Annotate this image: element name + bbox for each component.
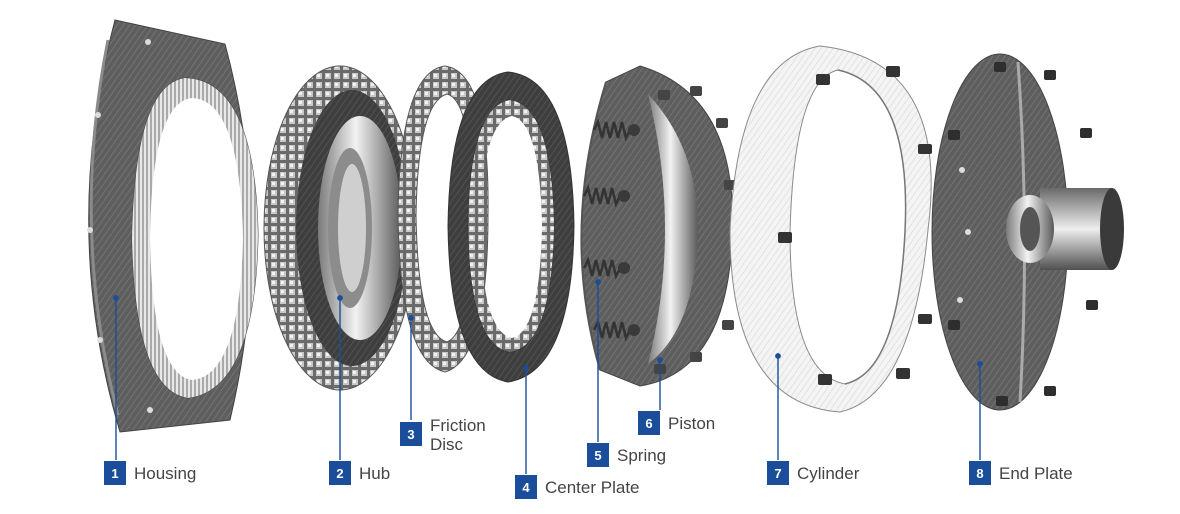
callout-spring: 5 Spring xyxy=(587,443,666,467)
part-number-badge: 5 xyxy=(587,443,609,467)
callout-end-plate: 8 End Plate xyxy=(969,461,1073,485)
part-number-badge: 4 xyxy=(515,475,537,499)
part-label: Piston xyxy=(668,413,716,433)
callout-hub: 2 Hub xyxy=(329,461,390,485)
part-number-badge: 7 xyxy=(767,461,789,485)
part-label: End Plate xyxy=(999,463,1073,483)
hub-part xyxy=(263,65,417,391)
callout-piston: 6 Piston xyxy=(638,411,715,435)
part-label: Spring xyxy=(617,445,667,465)
part-label: Center Plate xyxy=(545,477,640,497)
part-label: Friction Disc xyxy=(430,416,486,454)
callout-cylinder: 7 Cylinder xyxy=(767,461,859,485)
center-plate-part xyxy=(447,71,575,383)
spring-part xyxy=(582,118,640,342)
callout-center-plate: 4 Center Plate xyxy=(515,475,640,499)
part-label: Housing xyxy=(134,463,197,483)
part-number-badge: 2 xyxy=(329,461,351,485)
part-number-badge: 6 xyxy=(638,411,660,435)
part-number-badge: 3 xyxy=(400,422,422,446)
part-label-line: Friction xyxy=(430,416,486,435)
end-plate-part xyxy=(931,53,1124,411)
callout-friction-disc: 3 Friction Disc xyxy=(400,416,486,454)
leader-lines xyxy=(113,279,983,474)
piston-part xyxy=(580,65,736,387)
part-label-line: Disc xyxy=(430,435,464,454)
part-label: Cylinder xyxy=(797,463,860,483)
part-label: Hub xyxy=(359,463,391,483)
cylinder-part xyxy=(729,45,932,413)
part-number-badge: 8 xyxy=(969,461,991,485)
callout-housing: 1 Housing xyxy=(104,461,196,485)
housing-part xyxy=(87,19,259,433)
part-number-badge: 1 xyxy=(104,461,126,485)
